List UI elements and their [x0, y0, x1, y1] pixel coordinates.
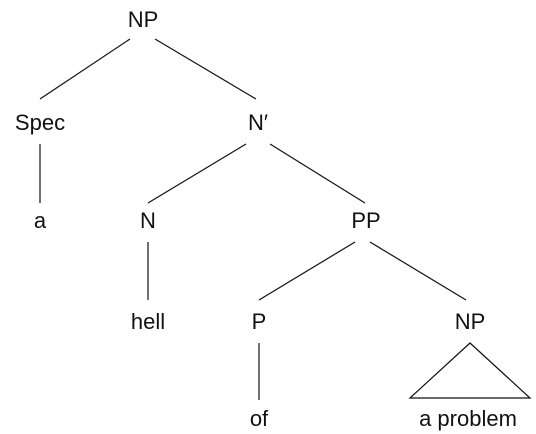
node-a-problem: a problem	[419, 406, 517, 431]
tree-edges	[39, 38, 532, 400]
edge-np-nbar	[154, 38, 257, 100]
node-of: of	[250, 406, 269, 431]
edge-pp-np	[369, 241, 467, 301]
node-pp: PP	[351, 208, 380, 233]
node-det-a: a	[34, 208, 47, 233]
edge-nbar-pp	[269, 143, 366, 204]
node-hell: hell	[131, 309, 165, 334]
node-n: N	[140, 208, 156, 233]
node-n-bar: N′	[248, 110, 268, 135]
edge-np-spec	[39, 38, 131, 100]
node-spec: Spec	[15, 110, 65, 135]
edge-nbar-n	[147, 143, 247, 204]
node-np-root: NP	[128, 7, 159, 32]
node-np-obj: NP	[455, 309, 486, 334]
tree-nodes: NP Spec N′ a N PP hell P NP of a problem	[15, 7, 517, 431]
node-p: P	[252, 309, 267, 334]
triangle-np-obj	[408, 342, 532, 399]
edge-pp-p	[258, 241, 356, 301]
